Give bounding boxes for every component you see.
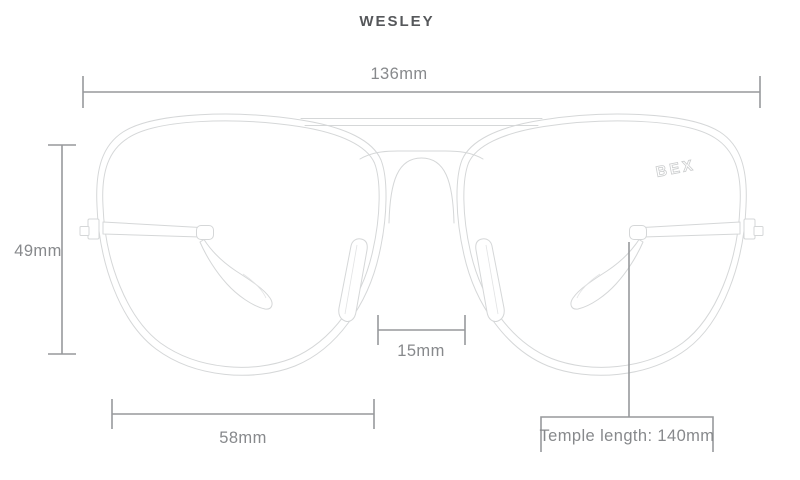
brand-logo: BEX xyxy=(655,157,697,181)
brow-bar xyxy=(300,118,543,126)
dim-bridge-width: 15mm xyxy=(377,315,466,360)
temple-length-label: Temple length: 140mm xyxy=(540,427,715,445)
right-lens-assembly xyxy=(456,113,764,376)
dim-temple-length: Temple length: 140mm xyxy=(540,242,715,452)
product-title: WESLEY xyxy=(359,13,435,30)
lens-height-label: 49mm xyxy=(14,242,61,260)
lens-width-label: 58mm xyxy=(219,429,266,447)
dimension-annotations: 136mm 49mm 15mm 58mm Temple length: 140m… xyxy=(14,65,761,452)
left-lens-assembly xyxy=(79,113,387,376)
sunglasses-drawing: BEX xyxy=(79,113,764,376)
dim-lens-height: 49mm xyxy=(14,144,76,355)
nose-bridge xyxy=(388,157,455,224)
bridge-width-label: 15mm xyxy=(397,342,444,360)
frame-width-label: 136mm xyxy=(370,65,427,83)
dim-lens-width: 58mm xyxy=(111,399,375,447)
dim-frame-width: 136mm xyxy=(82,65,761,108)
bridge-bar xyxy=(359,150,484,160)
